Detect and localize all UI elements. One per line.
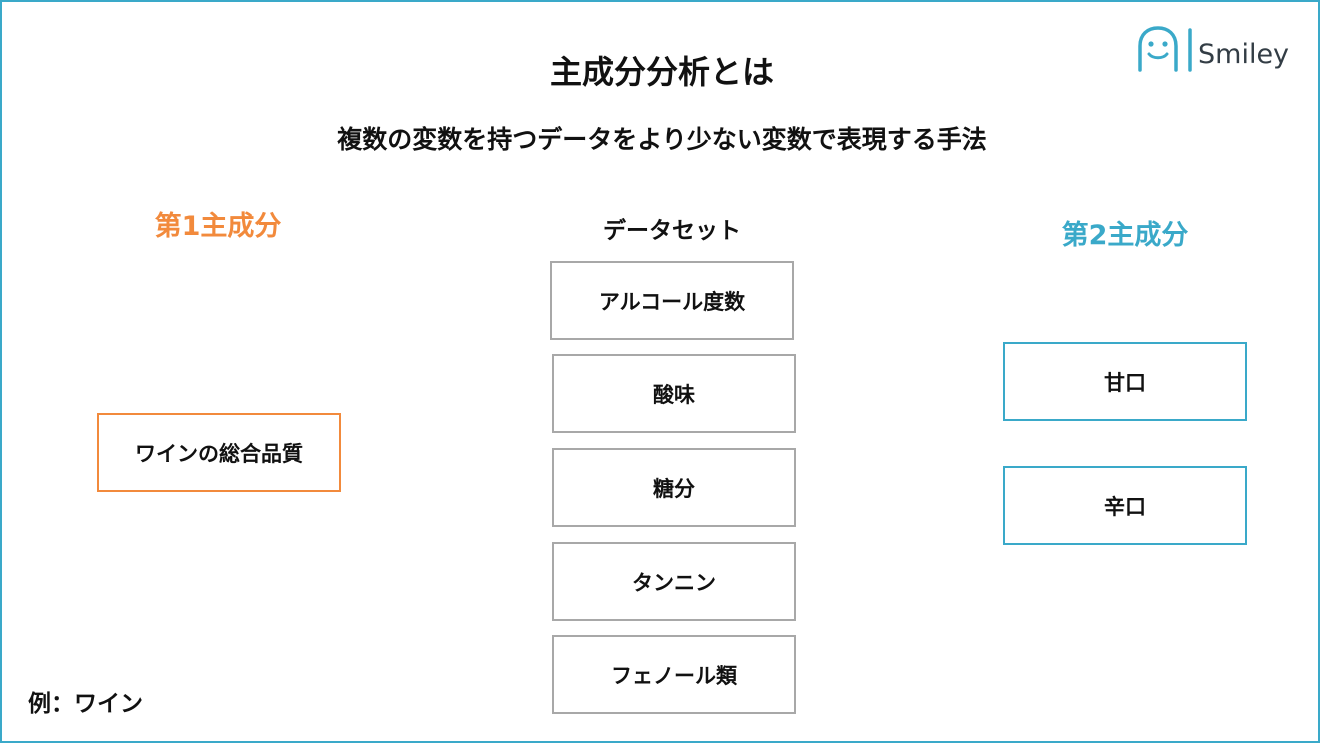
dataset-box-sugar: 糖分 [552,448,796,527]
example-label: 例：ワイン [28,691,143,717]
pc1-box-label: ワインの総合品質 [135,441,303,466]
logo-text: Smiley [1198,39,1290,70]
dataset-box-label: フェノール類 [611,663,737,688]
pc2-box-label: 甘口 [1104,370,1146,395]
dataset-heading: データセット [603,218,741,244]
pc2-box-sweet: 甘口 [1003,342,1247,421]
pc1-heading: 第1主成分 [154,211,282,242]
dataset-box-label: タンニン [632,570,716,595]
smiley-logo-icon [1138,26,1192,72]
dataset-box-alcohol: アルコール度数 [550,261,794,340]
slide-title: 主成分分析とは [549,53,774,91]
dataset-box-phenols: フェノール類 [552,635,796,714]
dataset-box-acidity: 酸味 [552,354,796,433]
dataset-box-label: アルコール度数 [598,289,746,314]
ai-smiley-logo: Smiley [1134,26,1304,78]
pc2-heading: 第2主成分 [1061,220,1189,251]
pc2-box-dry: 辛口 [1003,466,1247,545]
dataset-box-tannin: タンニン [552,542,796,621]
pc1-box-overall-quality: ワインの総合品質 [97,413,341,492]
dataset-box-label: 酸味 [653,382,695,407]
slide-subtitle: 複数の変数を持つデータをより少ない変数で表現する手法 [337,125,987,154]
dataset-box-label: 糖分 [653,476,695,501]
pc2-box-label: 辛口 [1104,494,1146,519]
